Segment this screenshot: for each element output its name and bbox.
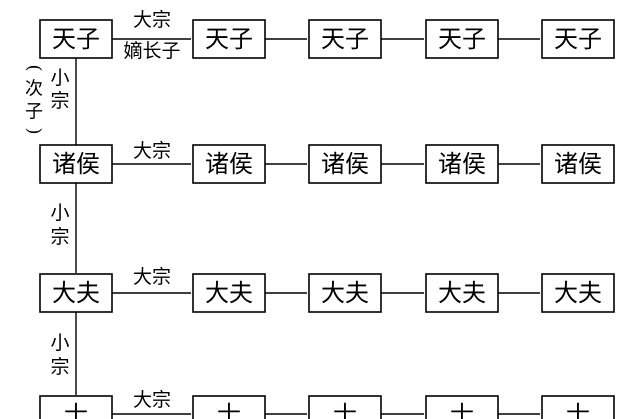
svg-text:诸侯: 诸侯 xyxy=(438,150,486,178)
label-xiaozong-1b: 宗 xyxy=(50,90,69,112)
node-tianzi-2: 天子 xyxy=(308,19,382,59)
svg-text:士: 士 xyxy=(64,401,88,419)
node-tianzi-main: 天子 xyxy=(39,19,113,59)
label-dazong-4: 大宗 xyxy=(133,389,171,411)
label-xiaozong-1a: 小 xyxy=(50,67,69,89)
node-dafu-2: 大夫 xyxy=(308,273,382,313)
svg-text:士: 士 xyxy=(217,401,241,419)
svg-text:天子: 天子 xyxy=(205,25,253,53)
node-shi-1: 士 xyxy=(192,395,266,419)
svg-text:天子: 天子 xyxy=(554,25,602,53)
node-zhuhou-2: 诸侯 xyxy=(308,144,382,184)
label-dazong-3: 大宗 xyxy=(133,266,171,288)
svg-text:大夫: 大夫 xyxy=(321,279,369,307)
svg-text:士: 士 xyxy=(566,401,590,419)
node-shi-3: 士 xyxy=(425,395,499,419)
label-xiaozong-2b: 宗 xyxy=(50,226,69,248)
svg-text:大夫: 大夫 xyxy=(52,279,100,307)
svg-text:天子: 天子 xyxy=(321,25,369,53)
svg-text:天子: 天子 xyxy=(438,25,486,53)
node-tianzi-4: 天子 xyxy=(541,19,615,59)
node-tianzi-3: 天子 xyxy=(425,19,499,59)
node-zhuhou-4: 诸侯 xyxy=(541,144,615,184)
svg-text:诸侯: 诸侯 xyxy=(554,150,602,178)
svg-text:诸侯: 诸侯 xyxy=(52,150,100,178)
node-shi-4: 士 xyxy=(541,395,615,419)
node-zhuhou-3: 诸侯 xyxy=(425,144,499,184)
svg-text:诸侯: 诸侯 xyxy=(205,150,253,178)
node-shi-main: 士 xyxy=(39,395,113,419)
node-shi-2: 士 xyxy=(308,395,382,419)
node-dafu-1: 大夫 xyxy=(192,273,266,313)
node-dafu-4: 大夫 xyxy=(541,273,615,313)
node-zhuhou-main: 诸侯 xyxy=(39,144,113,184)
label-cizi-paren-open: ( xyxy=(24,64,45,71)
svg-text:大夫: 大夫 xyxy=(554,279,602,307)
label-xiaozong-3b: 宗 xyxy=(50,356,69,378)
label-cizi-a: 次 xyxy=(25,79,43,100)
svg-text:士: 士 xyxy=(333,401,357,419)
svg-text:天子: 天子 xyxy=(52,25,100,53)
svg-text:大夫: 大夫 xyxy=(205,279,253,307)
svg-text:诸侯: 诸侯 xyxy=(321,150,369,178)
label-cizi-b: 子 xyxy=(25,102,43,123)
label-dizhangzi: 嫡长子 xyxy=(123,40,180,62)
node-zhuhou-1: 诸侯 xyxy=(192,144,266,184)
label-xiaozong-2a: 小 xyxy=(50,202,69,224)
svg-text:大夫: 大夫 xyxy=(438,279,486,307)
label-dazong-2: 大宗 xyxy=(133,140,171,162)
node-dafu-3: 大夫 xyxy=(425,273,499,313)
svg-text:士: 士 xyxy=(450,401,474,419)
label-cizi-paren-close: ) xyxy=(24,127,45,134)
node-dafu-main: 大夫 xyxy=(39,273,113,313)
node-tianzi-1: 天子 xyxy=(192,19,266,59)
label-xiaozong-3a: 小 xyxy=(50,332,69,354)
label-dazong-1: 大宗 xyxy=(133,9,171,31)
